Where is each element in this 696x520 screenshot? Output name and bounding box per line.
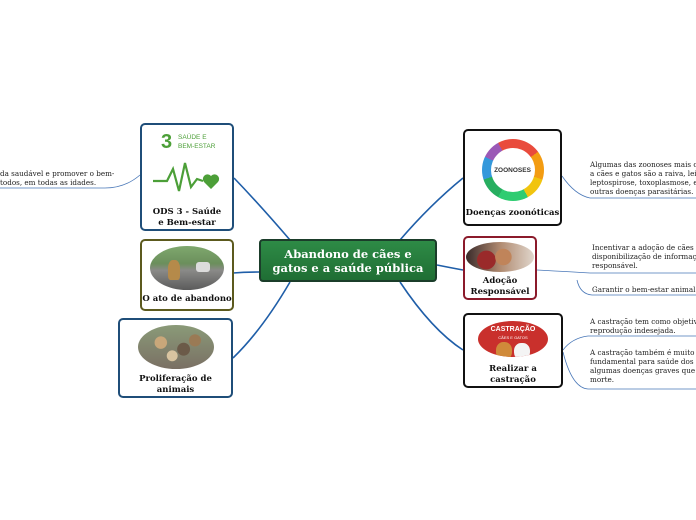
ods-note-line-2: todos, em todas as idades.: [0, 178, 97, 187]
node-proliferacao[interactable]: Proliferação de animais: [118, 318, 233, 398]
node-ods3[interactable]: 3 SAÚDE E BEM-ESTAR ODS 3 - Saúde e Bem-…: [140, 123, 234, 231]
castr-note2-line-3: algumas doenças graves que p: [590, 366, 696, 375]
zoonoses-logo: ZOONOSES: [481, 139, 544, 201]
link-castr-note2: [562, 351, 696, 390]
sdg3-text-1: SAÚDE E: [178, 134, 207, 141]
node-zoonoticas[interactable]: ZOONOSES Doenças zoonóticas: [463, 129, 562, 226]
node-abandono[interactable]: O ato de abandono: [140, 239, 234, 311]
zoo-note-line-4: outras doenças parasitárias.: [590, 187, 694, 196]
link-adocao-note2: [576, 279, 696, 296]
zoonoses-logo-text: ZOONOSES: [494, 166, 531, 174]
node-adocao-label: Adoção Responsável: [470, 276, 530, 297]
link-ods-note: [0, 174, 141, 189]
castr-note1-line-1: A castração tem como objetivo: [590, 317, 696, 326]
link-adocao-note1: [536, 269, 696, 274]
sdg3-text-2: BEM-ESTAR: [178, 143, 216, 150]
cat-icon: [514, 343, 530, 357]
dog-icon: [496, 342, 512, 357]
adoption-dog-hand-image: [466, 242, 534, 272]
sdg3-badge: 3 SAÚDE E BEM-ESTAR: [151, 129, 223, 201]
stray-dogs-group-image: [137, 325, 214, 369]
node-zoonoticas-label: Doenças zoonóticas: [465, 208, 560, 218]
castracao-logo-title: CASTRAÇÃO: [490, 326, 536, 333]
node-castracao[interactable]: CASTRAÇÃO CÃES E GATOS Realizar a castra…: [463, 313, 563, 388]
link-adocao: [436, 264, 464, 271]
link-castracao: [399, 281, 464, 351]
adocao-note2: Garantir o bem-estar animal: [592, 285, 696, 294]
sdg3-number: 3: [161, 131, 173, 153]
link-abandono: [232, 271, 260, 274]
castracao-logo-sub: CÃES E GATOS: [498, 335, 528, 340]
castr-note2-line-2: fundamental para saúde dos a: [590, 357, 696, 366]
link-zoo-note: [561, 175, 696, 199]
node-abandono-label: O ato de abandono: [142, 294, 232, 304]
zoo-note-line-1: Algumas das zoonoses mais co: [590, 160, 696, 169]
node-adocao[interactable]: Adoção Responsável: [463, 236, 537, 300]
link-castr-note1: [562, 335, 696, 351]
central-topic-title: Abandono de cães e gatos e a saúde públi…: [272, 246, 424, 275]
node-castracao-label: Realizar a castração: [489, 364, 537, 385]
adocao-note1-line-1: Incentivar a adoção de cães e: [592, 243, 696, 252]
ods-note-line-1: da saudável e promover o bem-: [0, 169, 115, 178]
node-proliferacao-label: Proliferação de animais: [139, 374, 212, 395]
adocao-note1-line-3: responsável.: [592, 261, 638, 270]
castracao-logo: CASTRAÇÃO CÃES E GATOS: [478, 321, 548, 357]
adocao-note1-line-2: disponibilização de informaçõ: [592, 252, 696, 261]
link-ods: [233, 177, 291, 241]
zoo-note-line-2: a cães e gatos são a raiva, leish: [590, 169, 696, 178]
link-zoonoticas: [399, 177, 464, 241]
node-ods3-label: ODS 3 - Saúde e Bem-estar: [152, 207, 222, 228]
zoo-note-line-3: leptospirose, toxoplasmose, es: [590, 178, 696, 187]
central-topic[interactable]: Abandono de cães e gatos e a saúde públi…: [259, 239, 437, 282]
abandoned-dog-road-image: [150, 246, 224, 290]
link-proliferacao: [232, 281, 291, 359]
castr-note2-line-1: A castração também é muito i: [590, 348, 696, 357]
heartbeat-heart-icon: [153, 162, 220, 192]
castr-note1-line-2: reprodução indesejada.: [590, 326, 676, 335]
castr-note2-line-4: morte.: [590, 375, 615, 384]
